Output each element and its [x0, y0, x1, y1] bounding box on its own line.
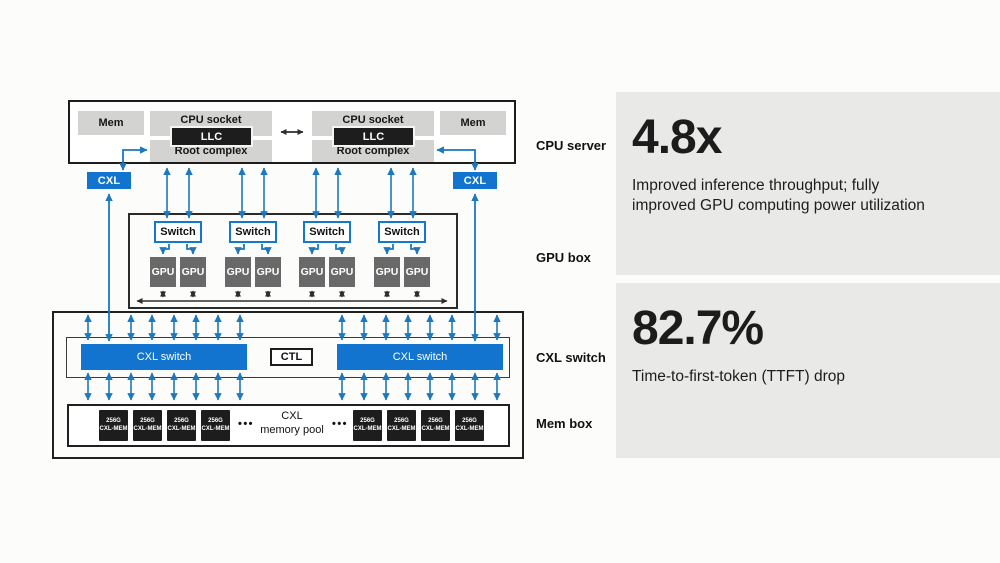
cxl-badge-left: CXL: [87, 172, 131, 189]
gpu-1: GPU: [150, 257, 176, 287]
gpu-2-label: GPU: [181, 266, 205, 278]
root-complex-left-label: Root complex: [174, 145, 248, 157]
cxl-switch-bar-right-label: CXL switch: [392, 351, 448, 363]
stat-card-throughput: 4.8x Improved inference throughput; full…: [616, 92, 1000, 275]
stat-value-ttft: 82.7%: [632, 302, 764, 355]
chip-3-capacity: 256G: [174, 418, 189, 425]
cpu-server-side-label: CPU server: [536, 138, 607, 153]
gpu-1-label: GPU: [151, 266, 175, 278]
switch-4-label: Switch: [384, 226, 420, 238]
cxl-switch-box: [66, 337, 510, 378]
chip-6-name: CXL-MEM: [387, 425, 416, 432]
root-complex-right-label: Root complex: [336, 145, 410, 157]
stat-desc-throughput-line2: improved GPU computing power utilization: [632, 197, 925, 215]
llc-right-label: LLC: [362, 130, 385, 143]
cpu-socket-left-label: CPU socket: [180, 114, 242, 126]
mem-module-right: Mem: [440, 111, 506, 135]
gpu-2: GPU: [180, 257, 206, 287]
server-switch-arrows: [163, 167, 417, 219]
gpu-4: GPU: [255, 257, 281, 287]
mem-module-left: Mem: [78, 111, 144, 135]
gpu-box: [128, 213, 458, 309]
gpu-box-side-label: GPU box: [536, 250, 591, 265]
cxl-mem-outer-box: [52, 311, 524, 459]
chip-2-capacity: 256G: [140, 418, 155, 425]
gpu-6-label: GPU: [330, 266, 354, 278]
gpu-8-label: GPU: [405, 266, 429, 278]
stat-card-ttft: 82.7% Time-to-first-token (TTFT) drop: [616, 283, 1000, 458]
cxl-switch-bar-left: CXL switch: [81, 344, 247, 370]
stat-value-throughput: 4.8x: [632, 111, 722, 164]
ellipsis-left: •••: [237, 418, 255, 430]
mem-right-label: Mem: [460, 117, 486, 129]
switch-3: Switch: [303, 221, 351, 243]
gpu-7-label: GPU: [375, 266, 399, 278]
cxl-switch-side-label: CXL switch: [536, 350, 606, 365]
switch-1-label: Switch: [160, 226, 196, 238]
ctl-label: CTL: [280, 351, 303, 363]
llc-right: LLC: [332, 126, 415, 147]
cxl-badge-right-label: CXL: [463, 174, 487, 187]
switch-4: Switch: [378, 221, 426, 243]
chip-7-capacity: 256G: [428, 418, 443, 425]
llc-left: LLC: [170, 126, 253, 147]
chip-5-name: CXL-MEM: [353, 425, 382, 432]
cxl-switch-bar-left-label: CXL switch: [136, 351, 192, 363]
chip-1-capacity: 256G: [106, 418, 121, 425]
stat-desc-throughput-line1: Improved inference throughput; fully: [632, 177, 880, 194]
gpu-3-label: GPU: [226, 266, 250, 278]
chip-6-capacity: 256G: [394, 418, 409, 425]
ctl-box: CTL: [270, 348, 313, 366]
gpu-7: GPU: [374, 257, 400, 287]
stat-desc-ttft-line1: Time-to-first-token (TTFT) drop: [632, 368, 845, 385]
pool-line-1: CXL: [281, 410, 303, 422]
mem-box-side-label: Mem box: [536, 416, 593, 431]
gpu-8: GPU: [404, 257, 430, 287]
chip-1-name: CXL-MEM: [99, 425, 128, 432]
cxl-switch-bar-right: CXL switch: [337, 344, 503, 370]
switch-3-label: Switch: [309, 226, 345, 238]
chip-4-name: CXL-MEM: [201, 425, 230, 432]
ellipsis-right: •••: [331, 418, 349, 430]
cxl-badge-left-label: CXL: [97, 174, 121, 187]
cxl-badge-right: CXL: [453, 172, 497, 189]
chip-4-capacity: 256G: [208, 418, 223, 425]
gpu-3: GPU: [225, 257, 251, 287]
gpu-5-label: GPU: [300, 266, 324, 278]
llc-left-label: LLC: [200, 130, 223, 143]
switch-1: Switch: [154, 221, 202, 243]
chip-8-capacity: 256G: [462, 418, 477, 425]
chip-3-name: CXL-MEM: [167, 425, 196, 432]
cpu-socket-right-label: CPU socket: [342, 114, 404, 126]
chip-2-name: CXL-MEM: [133, 425, 162, 432]
switch-2: Switch: [229, 221, 277, 243]
switch-2-label: Switch: [235, 226, 271, 238]
chip-5-capacity: 256G: [360, 418, 375, 425]
chip-8-name: CXL-MEM: [455, 425, 484, 432]
gpu-6: GPU: [329, 257, 355, 287]
gpu-5: GPU: [299, 257, 325, 287]
chip-7-name: CXL-MEM: [421, 425, 450, 432]
stat-desc-throughput: Improved inference throughput; fully imp…: [632, 176, 980, 216]
gpu-4-label: GPU: [256, 266, 280, 278]
mem-left-label: Mem: [98, 117, 124, 129]
pool-line-2: memory pool: [260, 423, 324, 436]
stat-desc-ttft: Time-to-first-token (TTFT) drop: [632, 367, 980, 387]
